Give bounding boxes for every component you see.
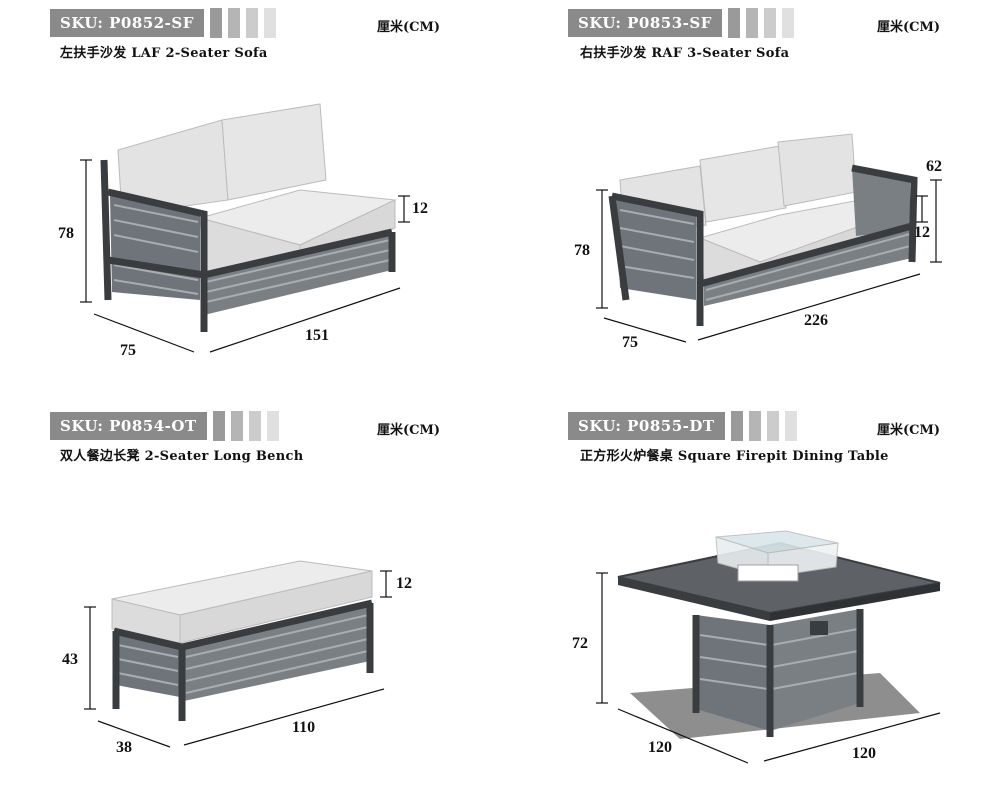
dim-back: 62	[926, 158, 942, 175]
dim-width: 151	[305, 327, 329, 344]
dim-width: 120	[852, 745, 876, 762]
color-swatch	[727, 8, 740, 38]
sku-bar: SKU: P0852-SF	[50, 8, 276, 38]
dim-depth: 38	[116, 739, 132, 756]
color-swatch	[266, 411, 279, 441]
dim-depth: 120	[648, 739, 672, 756]
unit-label: 厘米(CM)	[376, 20, 440, 35]
color-swatch	[748, 411, 761, 441]
color-swatch	[212, 411, 225, 441]
product-title: 正方形火炉餐桌 Square Firepit Dining Table	[580, 449, 889, 464]
dim-height: 78	[58, 225, 74, 242]
color-swatch	[730, 411, 743, 441]
product-title: 双人餐边长凳 2-Seater Long Bench	[60, 449, 304, 464]
color-swatch	[784, 411, 797, 441]
sofa-2-seater-illustration	[80, 103, 410, 353]
product-panel-p0853: SKU: P0853-SF 厘米(CM) 右扶手沙发 RAF 3-Seater …	[500, 0, 1000, 403]
dim-cushion: 12	[412, 200, 428, 217]
dim-width: 110	[292, 719, 316, 736]
color-swatch	[227, 8, 240, 38]
product-title: 右扶手沙发 RAF 3-Seater Sofa	[580, 46, 790, 61]
color-swatch	[245, 8, 258, 38]
sku-bar: SKU: P0855-DT	[568, 411, 797, 441]
color-swatch	[248, 411, 261, 441]
unit-label: 厘米(CM)	[376, 423, 440, 438]
firepit-table-illustration	[596, 530, 941, 764]
sku-tag: SKU: P0855-DT	[568, 412, 725, 440]
dim-cushion: 12	[396, 575, 412, 592]
color-swatch	[781, 8, 794, 38]
sku-tag: SKU: P0852-SF	[50, 9, 204, 37]
unit-label: 厘米(CM)	[876, 423, 940, 438]
sofa-3-seater-illustration	[596, 133, 942, 343]
color-swatch	[766, 411, 779, 441]
color-swatch	[263, 8, 276, 38]
bench-illustration	[84, 560, 392, 748]
dim-depth: 75	[622, 334, 638, 351]
unit-label: 厘米(CM)	[876, 20, 940, 35]
product-panel-p0855: SKU: P0855-DT 厘米(CM) 正方形火炉餐桌 Square Fire…	[500, 403, 1000, 806]
dim-width: 226	[804, 312, 828, 329]
sku-tag: SKU: P0854-OT	[50, 412, 207, 440]
dim-height: 43	[62, 651, 78, 668]
product-panel-p0852: SKU: P0852-SF 厘米(CM) 左扶手沙发 LAF 2-Seater …	[0, 0, 500, 403]
color-swatch	[745, 8, 758, 38]
color-swatch	[209, 8, 222, 38]
dim-cushion: 12	[914, 224, 930, 241]
dim-depth: 75	[120, 342, 136, 359]
color-swatch	[230, 411, 243, 441]
sku-tag: SKU: P0853-SF	[568, 9, 722, 37]
sku-bar: SKU: P0853-SF	[568, 8, 794, 38]
color-swatch	[763, 8, 776, 38]
product-title: 左扶手沙发 LAF 2-Seater Sofa	[60, 46, 268, 61]
dim-height: 78	[574, 242, 590, 259]
sku-bar: SKU: P0854-OT	[50, 411, 279, 441]
product-panel-p0854: SKU: P0854-OT 厘米(CM) 双人餐边长凳 2-Seater Lon…	[0, 403, 500, 806]
dim-height: 72	[572, 635, 588, 652]
